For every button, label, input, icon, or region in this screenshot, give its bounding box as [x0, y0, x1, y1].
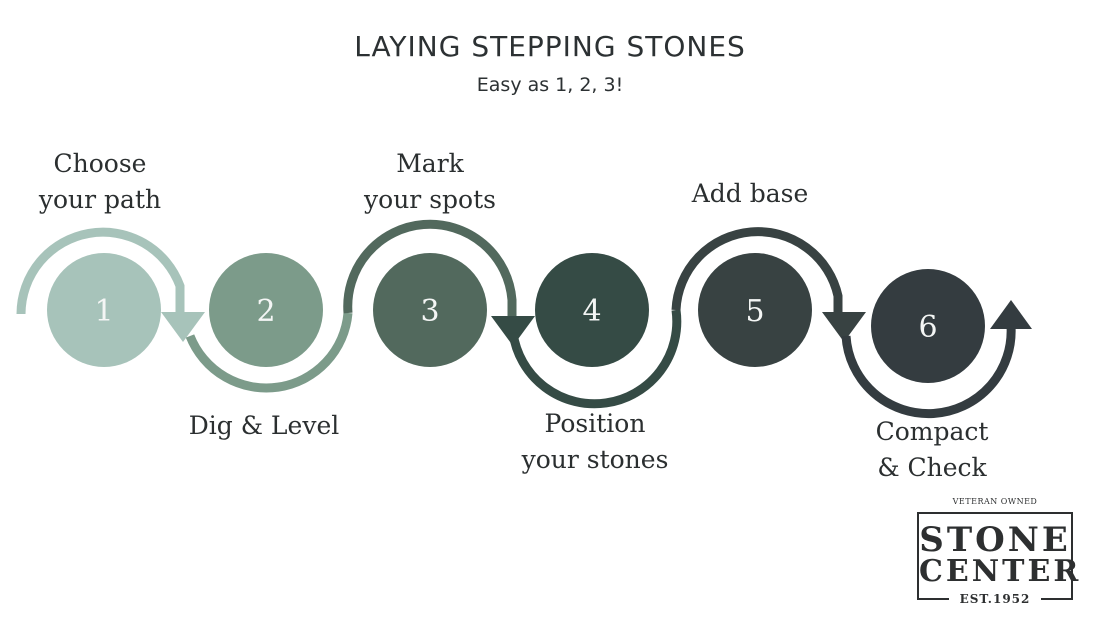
connector-arc-3 [343, 219, 517, 316]
step-label-1-line2: your path [38, 185, 162, 214]
arrowhead-5 [822, 312, 866, 342]
logo-tagline: VETERAN OWNED [952, 497, 1038, 506]
step-label-3-line1: Mark [396, 149, 464, 178]
logo-established: EST.1952 [949, 592, 1041, 606]
connector-arc-5 [671, 227, 843, 312]
page-title: LAYING STEPPING STONES [354, 30, 746, 63]
step-label-6-line2: & Check [877, 453, 987, 482]
step-circle-2 [209, 253, 323, 367]
step-label-5: Add base [680, 176, 820, 212]
step-label-6-line1: Compact [875, 417, 989, 446]
step-circle-4 [535, 253, 649, 367]
logo-line-2: CENTER [919, 554, 1082, 589]
step-circle-3 [373, 253, 487, 367]
step-label-3: Mark your spots [355, 146, 505, 218]
step-number-5: 5 [745, 294, 764, 329]
arrowhead-6 [990, 300, 1032, 329]
step-circle-5 [698, 253, 812, 367]
step-label-1-line1: Choose [53, 149, 147, 178]
step-circle-1 [47, 253, 161, 367]
step-number-1: 1 [94, 294, 113, 329]
arrowhead-1 [161, 312, 205, 342]
step-label-6: Compact & Check [862, 414, 1002, 486]
logo-line-1: STONE [919, 520, 1071, 560]
step-label-4-line1: Position [544, 409, 646, 438]
step-label-2-line1: Dig & Level [188, 411, 340, 440]
connector-arc-6 [841, 325, 1016, 419]
step-label-1: Choose your path [30, 146, 170, 218]
step-number-3: 3 [420, 294, 439, 329]
arrowhead-3 [491, 316, 535, 346]
step-number-6: 6 [918, 310, 937, 345]
step-number-4: 4 [582, 294, 601, 329]
step-label-4-line2: your stones [521, 445, 669, 474]
step-number-2: 2 [256, 294, 275, 329]
step-label-4: Position your stones [510, 406, 680, 478]
step-circle-6 [871, 269, 985, 383]
page-subtitle: Easy as 1, 2, 3! [476, 74, 624, 96]
step-label-5-line1: Add base [691, 179, 809, 208]
step-label-2: Dig & Level [184, 408, 344, 444]
connector-arc-4 [508, 309, 682, 409]
connector-arc-2 [185, 312, 353, 393]
company-logo: STONE CENTER EST.1952 [917, 512, 1082, 606]
connector-arc-1 [16, 227, 185, 315]
step-label-3-line2: your spots [364, 185, 496, 214]
